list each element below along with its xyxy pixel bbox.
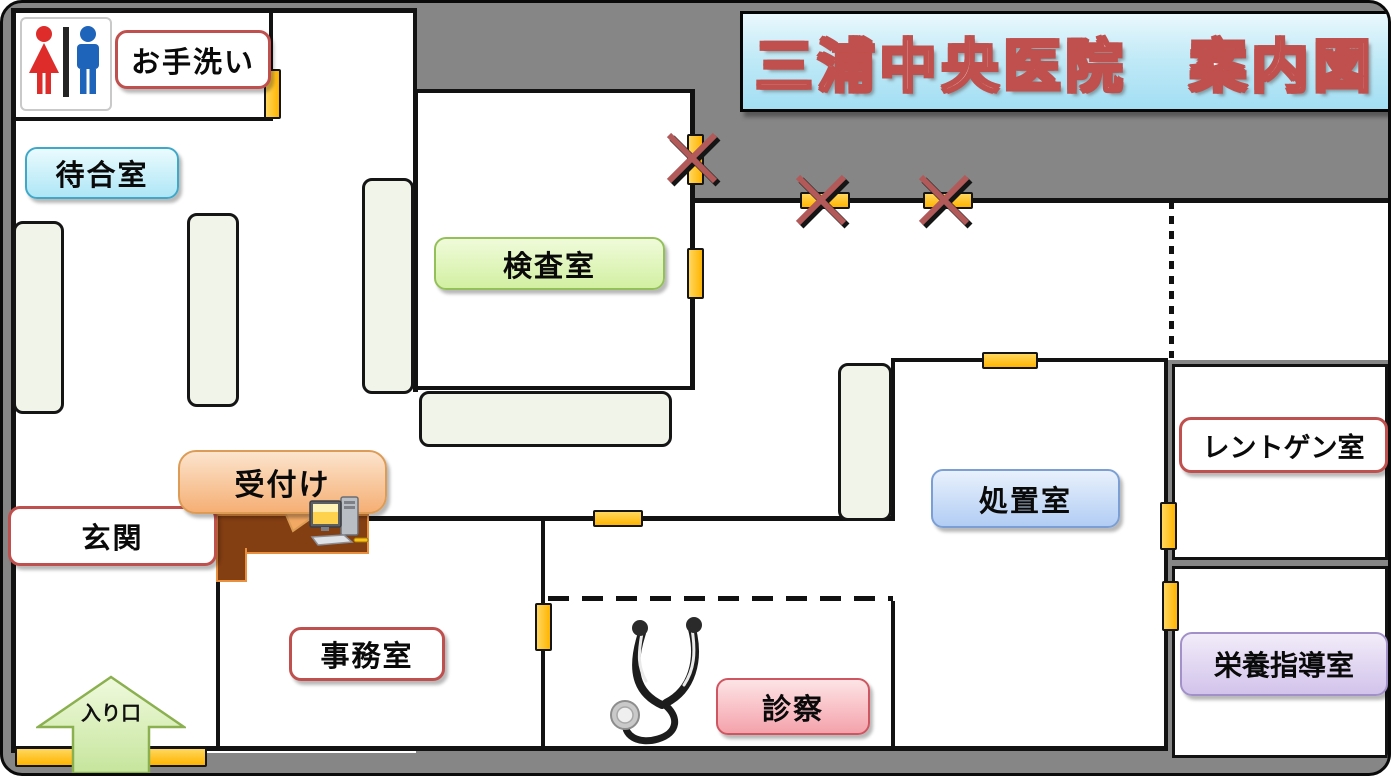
wall-passage-right bbox=[413, 8, 417, 96]
bench bbox=[362, 178, 414, 394]
entrance-hall-label: 玄関 bbox=[8, 506, 217, 566]
reception-desk-leg bbox=[216, 548, 247, 582]
nutrition-room-label: 栄養指導室 bbox=[1180, 632, 1388, 696]
bench bbox=[419, 391, 672, 447]
wall-corridor-top bbox=[693, 198, 1388, 203]
stethoscope-icon bbox=[610, 617, 702, 745]
reception-bubble-text: 受付け bbox=[234, 469, 331, 502]
entrance-arrow: 入り口 bbox=[33, 675, 189, 773]
waiting-room-label-text: 待合室 bbox=[55, 160, 149, 192]
wall-top-left bbox=[11, 8, 417, 13]
dotted-partition-corridor bbox=[1169, 201, 1174, 358]
wall-treatment-left bbox=[891, 358, 895, 520]
wall-toilet-bottom bbox=[11, 117, 273, 121]
orange-door-marker bbox=[1162, 581, 1179, 631]
floor-area-treatment bbox=[893, 360, 1166, 746]
wall-bottom bbox=[11, 746, 1168, 751]
bench bbox=[838, 363, 892, 521]
page-title: 三浦中央医院 案内図 bbox=[740, 11, 1388, 112]
entrance-arrow-text: 入り口 bbox=[81, 702, 141, 725]
reception-computer-icon bbox=[309, 496, 369, 546]
xray-room-label: レントゲン室 bbox=[1179, 417, 1388, 473]
exam-room-label: 検査室 bbox=[434, 237, 665, 290]
red-x-closed-door-icon bbox=[666, 132, 721, 187]
consultation-label: 診察 bbox=[716, 678, 870, 735]
floor-area-top-corridor bbox=[693, 203, 1388, 360]
wall-exam-top bbox=[416, 89, 695, 93]
orange-door-marker bbox=[593, 510, 643, 527]
wall-treatment-right bbox=[1164, 358, 1168, 750]
red-x-closed-door-icon bbox=[795, 174, 850, 229]
wall-toilet-right bbox=[269, 8, 273, 121]
bench bbox=[187, 213, 239, 407]
red-x-closed-door-icon bbox=[918, 174, 973, 229]
toilet-label-text: お手洗い bbox=[130, 46, 255, 79]
treatment-room-label: 処置室 bbox=[931, 469, 1120, 528]
wall-exam-left bbox=[413, 89, 418, 392]
wall-entrance-right bbox=[216, 578, 220, 750]
wall-consult-right bbox=[891, 601, 895, 748]
orange-door-marker bbox=[982, 352, 1038, 369]
office-label: 事務室 bbox=[289, 627, 445, 681]
toilet-label: お手洗い bbox=[115, 30, 271, 89]
wall-mid-horizontal bbox=[11, 516, 895, 521]
consultation-label-text: 診察 bbox=[761, 693, 824, 726]
xray-room-label-text: レントゲン室 bbox=[1202, 432, 1365, 463]
nutrition-room-label-text: 栄養指導室 bbox=[1213, 650, 1354, 681]
dashed-partition-consultation bbox=[548, 596, 893, 601]
bench bbox=[13, 221, 64, 414]
restroom-sign-card bbox=[20, 17, 112, 111]
men-women-restroom-icon bbox=[29, 26, 99, 97]
page-title-text: 三浦中央医院 案内図 bbox=[754, 33, 1376, 100]
treatment-room-label-text: 処置室 bbox=[978, 485, 1072, 518]
waiting-room-label: 待合室 bbox=[25, 147, 179, 199]
wall-exam-bottom bbox=[416, 386, 695, 390]
exam-room-label-text: 検査室 bbox=[502, 250, 596, 283]
orange-door-marker bbox=[1160, 502, 1177, 550]
orange-door-marker bbox=[687, 248, 704, 299]
entrance-hall-label-text: 玄関 bbox=[81, 523, 144, 555]
orange-door-marker bbox=[535, 603, 552, 651]
office-label-text: 事務室 bbox=[320, 641, 414, 673]
wall-exam-right bbox=[690, 89, 695, 390]
